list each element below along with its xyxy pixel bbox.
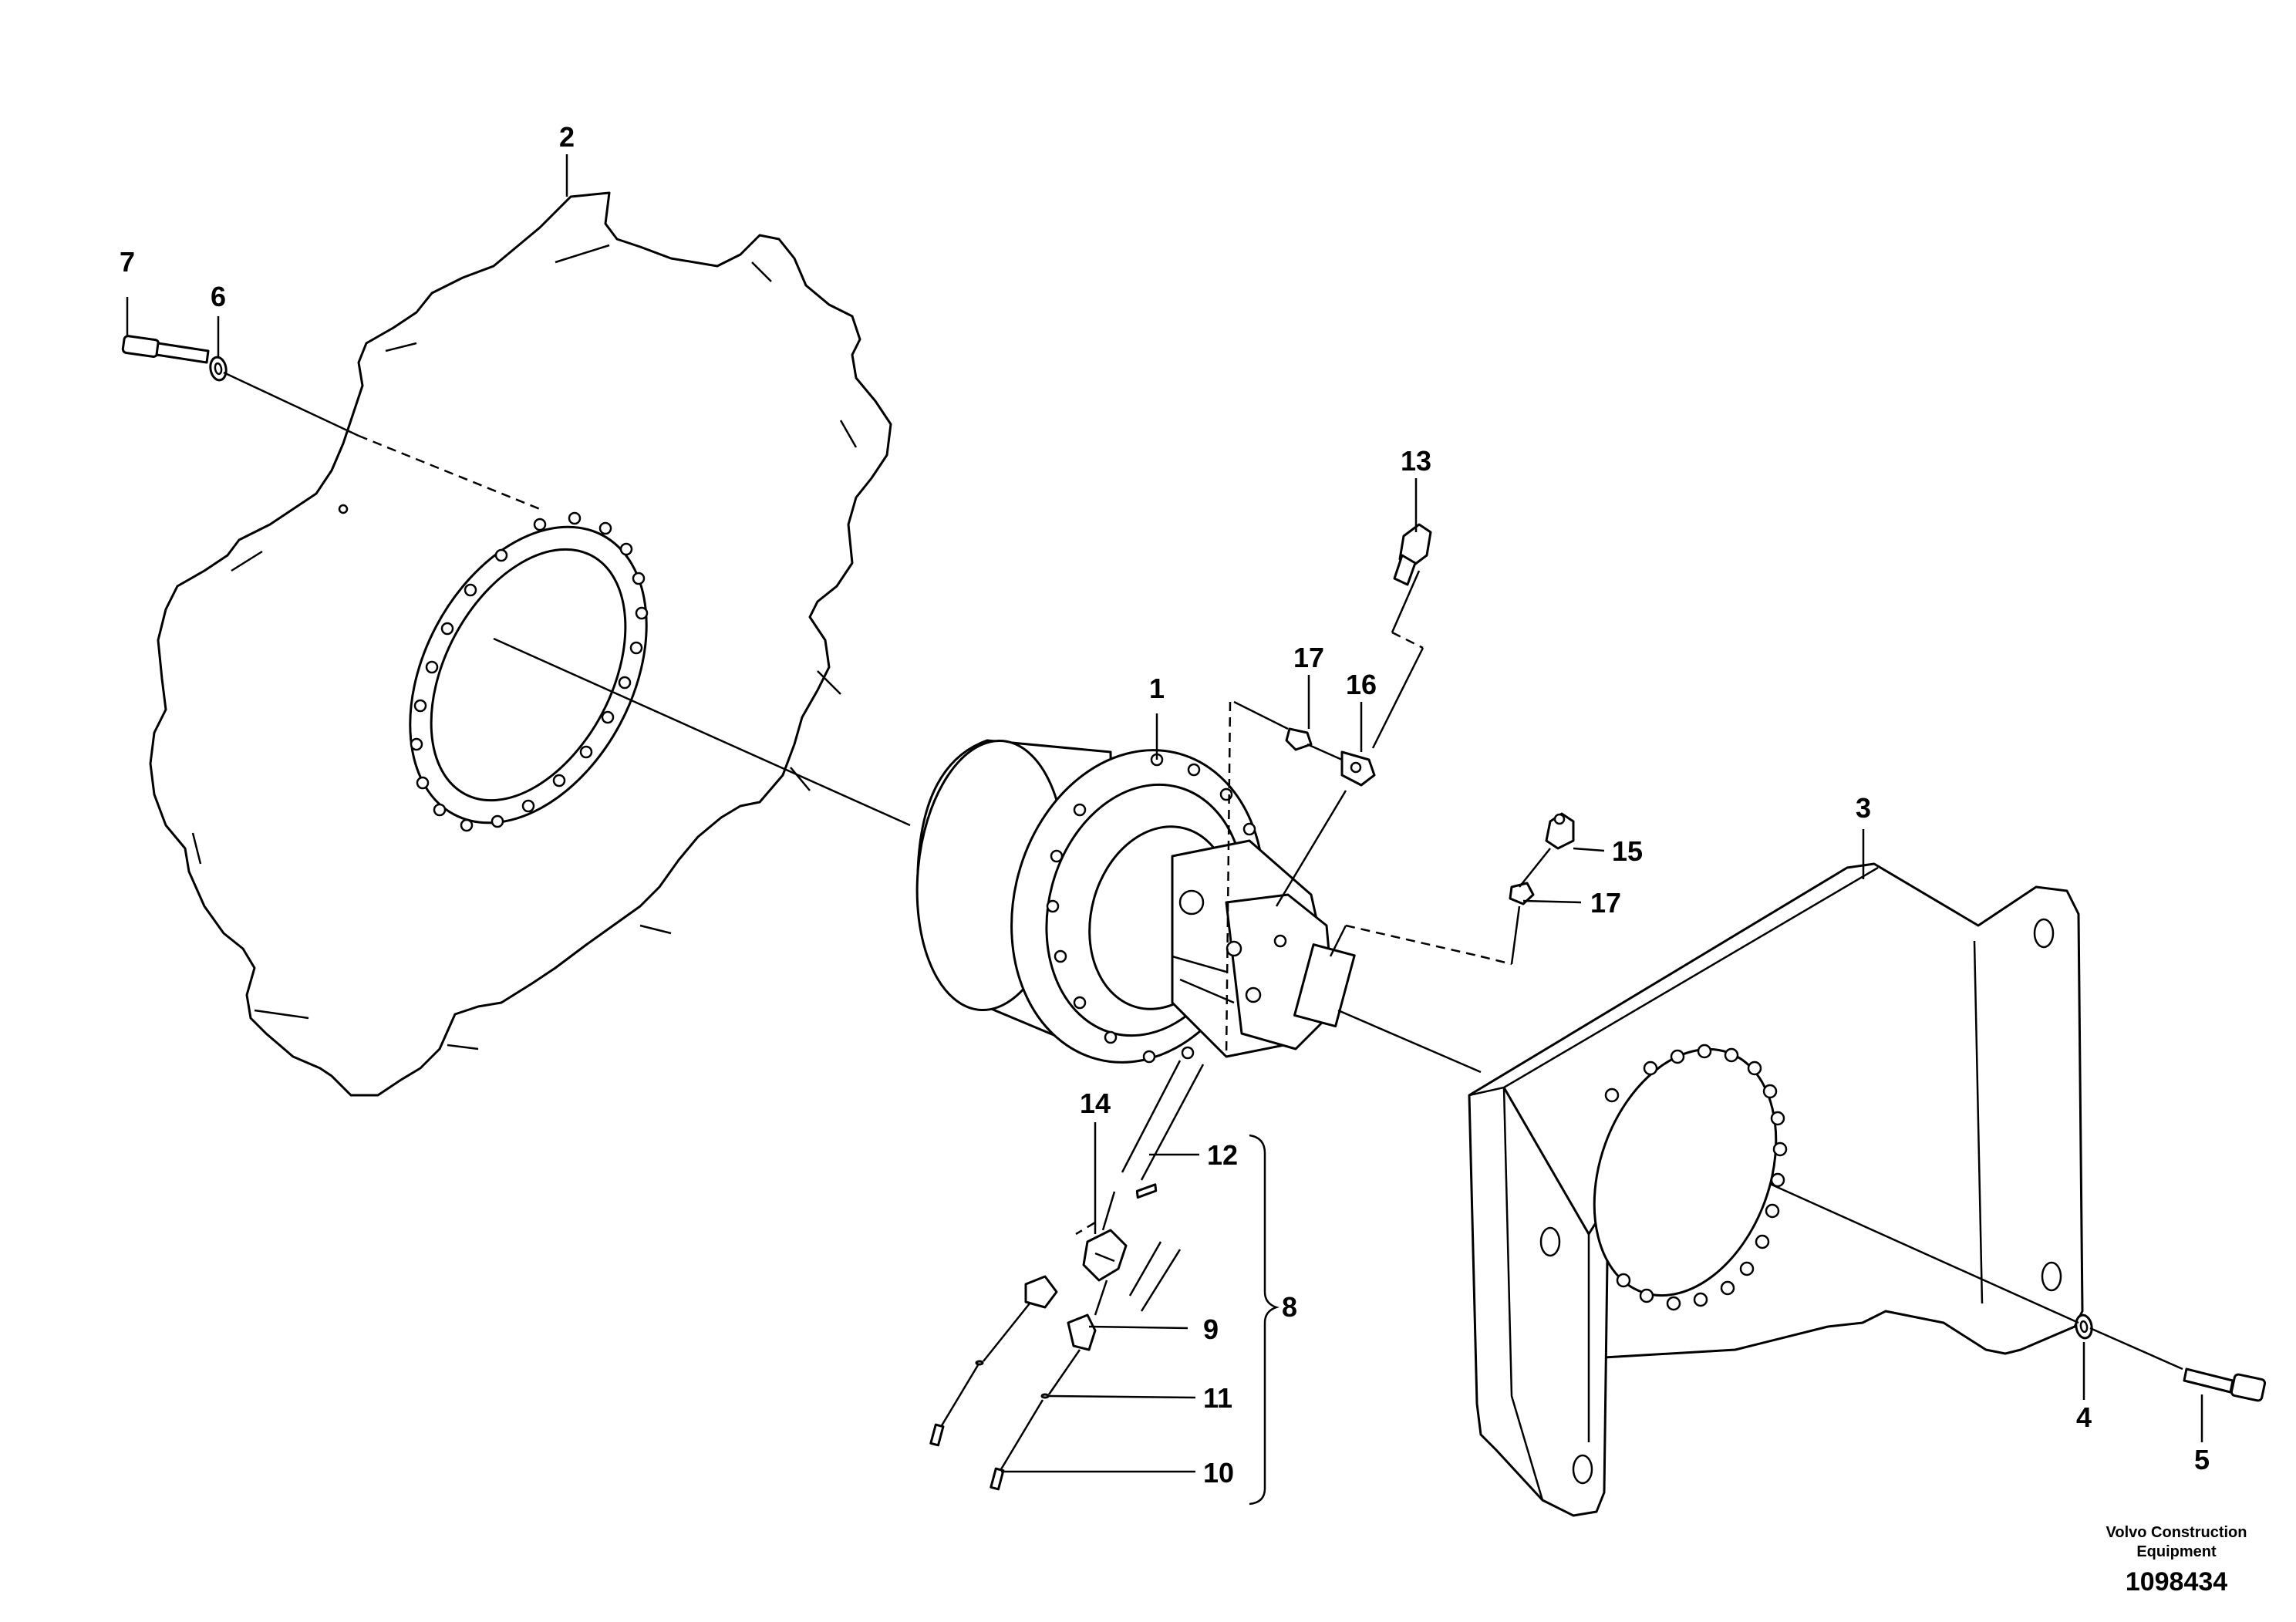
sprocket-bolt-holes bbox=[410, 511, 649, 832]
callout-13: 13 bbox=[1401, 445, 1431, 477]
bolt-7-part bbox=[121, 335, 210, 364]
drawing-number: 1098434 bbox=[2126, 1567, 2227, 1597]
callout-8: 8 bbox=[1282, 1291, 1297, 1323]
callout-5: 5 bbox=[2194, 1444, 2210, 1475]
fitting-left-part bbox=[1024, 1275, 1058, 1309]
fitting-13-part bbox=[1393, 523, 1432, 586]
brand-line-2: Equipment bbox=[2136, 1543, 2217, 1560]
bracket-bolt-holes bbox=[1604, 1044, 1788, 1311]
fitting-16-part bbox=[1340, 750, 1376, 787]
callout-9: 9 bbox=[1203, 1313, 1219, 1345]
callout-17-upper: 17 bbox=[1293, 642, 1324, 673]
callout-12: 12 bbox=[1207, 1139, 1238, 1171]
callout-10: 10 bbox=[1203, 1457, 1234, 1489]
callout-2: 2 bbox=[559, 121, 575, 153]
bracket-part bbox=[1468, 862, 2084, 1517]
washer-6-part bbox=[209, 356, 228, 382]
sprocket-part bbox=[149, 191, 892, 1097]
o-ring-11-part bbox=[975, 1360, 1050, 1399]
callout-14: 14 bbox=[1080, 1088, 1111, 1119]
fitting-15-part bbox=[1545, 812, 1575, 850]
callout-7: 7 bbox=[120, 246, 135, 278]
callout-4: 4 bbox=[2076, 1401, 2092, 1433]
brand-line-1: Volvo Construction bbox=[2106, 1524, 2247, 1541]
assembly-lines bbox=[223, 371, 2183, 1470]
plug-12-part bbox=[1135, 1183, 1158, 1199]
bolt-5-part bbox=[2183, 1367, 2267, 1402]
callout-3: 3 bbox=[1856, 792, 1871, 824]
elbow-9-part bbox=[1067, 1313, 1097, 1351]
travel-motor-part bbox=[915, 739, 1356, 1064]
callout-6: 6 bbox=[211, 281, 226, 312]
callout-1: 1 bbox=[1149, 673, 1165, 704]
washer-4-part bbox=[2075, 1313, 2093, 1340]
callout-16: 16 bbox=[1346, 669, 1377, 700]
callout-15: 15 bbox=[1612, 835, 1643, 867]
callout-11: 11 bbox=[1203, 1382, 1232, 1414]
drawing-footer: Volvo Construction Equipment 1098434 bbox=[2106, 1524, 2247, 1597]
callouts: 2 7 6 13 1 17 16 15 17 3 14 12 8 9 11 10… bbox=[120, 121, 2210, 1489]
hose-8-part bbox=[1121, 1060, 1205, 1312]
leader-lines bbox=[126, 154, 2203, 1506]
fitting-17-lower-part bbox=[1509, 882, 1535, 905]
fitting-17-upper-part bbox=[1285, 727, 1313, 751]
fitting-14-part bbox=[1082, 1229, 1128, 1282]
screw-10-part bbox=[929, 1423, 1005, 1491]
callout-17-lower: 17 bbox=[1590, 887, 1621, 919]
